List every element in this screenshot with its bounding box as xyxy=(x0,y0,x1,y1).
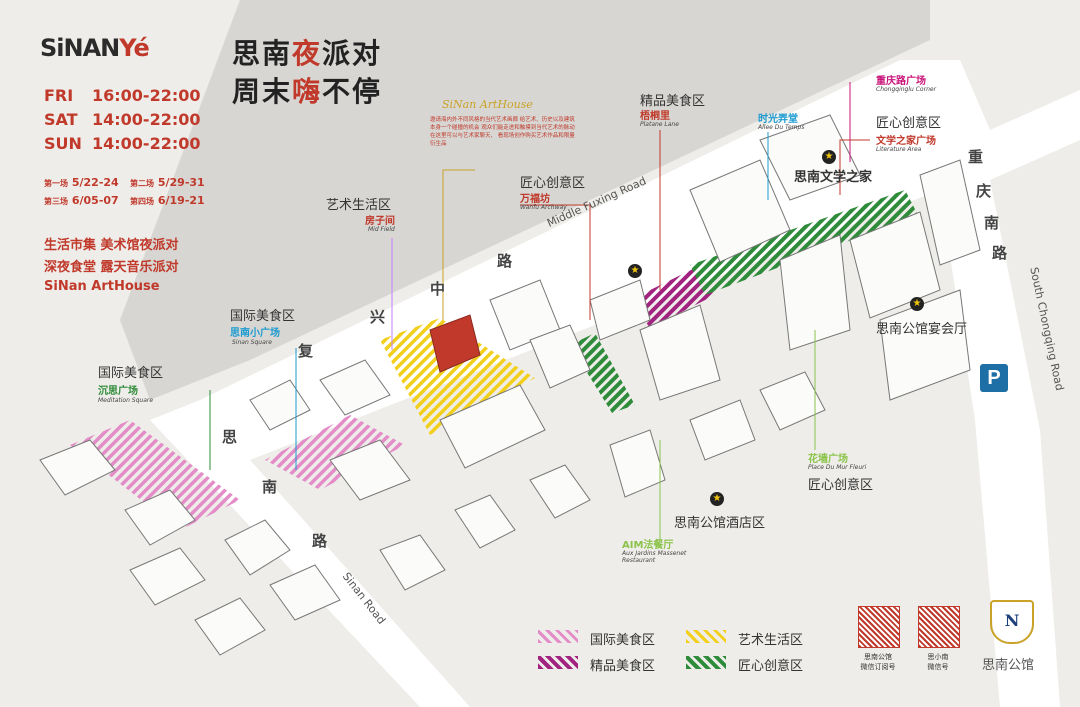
session-3: 第三场 6/05-07 xyxy=(44,194,119,207)
parking-icon: P xyxy=(980,364,1008,392)
zone-en: Aux Jardins Massenet Restaurant xyxy=(622,550,687,564)
zone-en: Sinan Square xyxy=(232,339,272,346)
zone-place: 重庆路广场 xyxy=(876,76,926,87)
arthouse-desc: 邀请海内外不同风格的当代艺术画廊 给艺术、历史以及建筑本身一个碰撞的机会 观众们… xyxy=(430,117,575,147)
qr-code[interactable] xyxy=(858,606,900,648)
zone-en: Meditation Square xyxy=(98,397,154,404)
road-cn-char: 路 xyxy=(497,252,513,270)
buildings xyxy=(39,114,981,656)
schedule-time: 14:00-22:00 xyxy=(92,110,201,129)
zone-place: 万福坊 xyxy=(520,194,550,205)
slogan-line1: 思南夜派对 xyxy=(232,37,383,70)
crest-icon: N xyxy=(990,600,1034,644)
activity-line: SiNan ArtHouse xyxy=(44,279,160,294)
zone-intl-sinan-square xyxy=(265,415,405,490)
qr-code[interactable] xyxy=(918,606,960,648)
zone-place: 思南小广场 xyxy=(230,328,280,339)
zone-en: Allee Du Temps xyxy=(758,124,805,131)
road-cn-char: 重 xyxy=(968,148,984,166)
brand-logo: SiNANYé xyxy=(40,34,150,62)
legend-label: 精品美食区 xyxy=(590,659,656,674)
legend-swatch xyxy=(538,630,578,643)
slogan-line2: 周末嗨不停 xyxy=(232,75,383,108)
legend-swatch xyxy=(686,656,726,669)
arthouse-title: SiNan ArtHouse xyxy=(442,98,533,111)
road-cn-char: 中 xyxy=(430,280,446,298)
zone-place: AIM法餐厅 xyxy=(622,540,674,551)
zone-place: 花墙广场 xyxy=(808,454,848,465)
legend-label: 国际美食区 xyxy=(590,633,656,648)
schedule-time: 16:00-22:00 xyxy=(92,86,201,105)
qr-caption: 思南公馆微信订阅号 xyxy=(860,653,896,671)
road-cn-char: 路 xyxy=(992,244,1008,262)
activity-line: 生活市集 美术馆夜派对 xyxy=(44,238,179,253)
qr-caption: 思小南微信号 xyxy=(927,653,949,671)
zone-green-wanfu xyxy=(570,333,635,413)
road-cn-char: 南 xyxy=(984,214,1000,232)
session-2: 第二场 5/29-31 xyxy=(130,176,205,189)
zone-en: Literature Area xyxy=(876,146,922,153)
schedule-time: 14:00-22:00 xyxy=(92,134,201,153)
zone-en: Wanfu Archway xyxy=(520,204,567,211)
road-cn-char: 思 xyxy=(222,428,238,446)
zone-fine-purple xyxy=(630,268,715,328)
session-1: 第一场 5/22-24 xyxy=(44,176,119,189)
zone-en: Chongqinglu Corner xyxy=(876,86,937,93)
star-icon: ★ xyxy=(910,297,924,311)
zone-en: Platane Lane xyxy=(640,121,679,128)
zone-place: 房子间 xyxy=(365,216,395,227)
zone-green-main xyxy=(690,190,918,295)
zone-label: 国际美食区 xyxy=(98,366,164,381)
road-cn-char: 兴 xyxy=(370,308,386,326)
legend-label: 匠心创意区 xyxy=(738,659,804,674)
star-icon: ★ xyxy=(822,150,836,164)
star-icon: ★ xyxy=(710,492,724,506)
zone-place: 沉思广场 xyxy=(98,386,138,397)
zone-arts-yellow xyxy=(380,318,535,435)
star-icon: ★ xyxy=(628,264,642,278)
crest-text: 思南公馆 xyxy=(982,658,1035,673)
landmark-literature: 思南文学之家 xyxy=(794,170,873,185)
legend-swatch xyxy=(538,656,578,669)
zone-place: 文学之家广场 xyxy=(876,136,936,147)
zone-label: 匠心创意区 xyxy=(808,478,874,493)
landmark-banquet: 思南公馆宴会厅 xyxy=(876,322,968,337)
session-4: 第四场 6/19-21 xyxy=(130,194,205,207)
activity-line: 深夜食堂 露天音乐派对 xyxy=(44,260,179,275)
leader-lines xyxy=(209,82,870,540)
zone-place: 梧桐里 xyxy=(640,111,670,122)
road-cn-char: 庆 xyxy=(976,182,992,200)
zone-en: Mid Field xyxy=(368,226,395,233)
zone-en: Place Du Mur Fleuri xyxy=(808,464,867,471)
zone-label: 匠心创意区 xyxy=(520,176,586,191)
schedule-day: SAT xyxy=(44,110,78,129)
zone-label: 匠心创意区 xyxy=(876,116,942,131)
zone-label: 艺术生活区 xyxy=(326,198,392,213)
zone-place: 时光弄堂 xyxy=(758,114,798,125)
schedule-day: SUN xyxy=(44,134,82,153)
road-cn-char: 复 xyxy=(298,342,314,360)
road-cn-char: 南 xyxy=(262,478,278,496)
zone-label: 精品美食区 xyxy=(640,94,706,109)
landmark-hotel: 思南公馆酒店区 xyxy=(674,516,766,531)
zone-label: 国际美食区 xyxy=(230,309,296,324)
road-cn-char: 路 xyxy=(312,532,328,550)
legend-label: 艺术生活区 xyxy=(738,633,804,648)
zone-intl-meditation xyxy=(70,420,240,530)
schedule-day: FRI xyxy=(44,86,74,105)
legend-swatch xyxy=(686,630,726,643)
